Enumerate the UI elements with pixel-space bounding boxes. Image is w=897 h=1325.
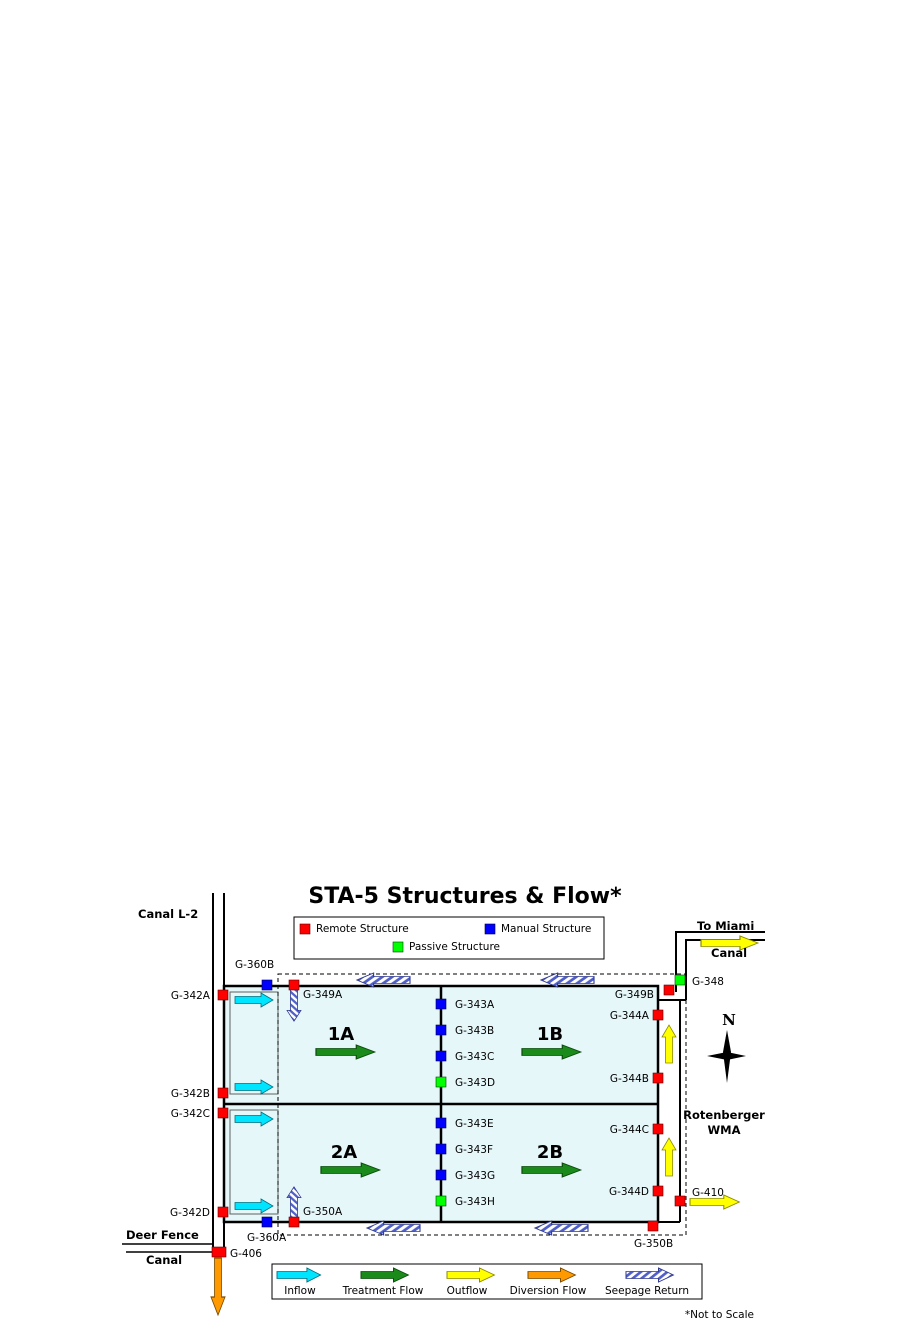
label-g343d: G-343D [455,1077,495,1089]
legend-treatment-label: Treatment Flow [342,1285,424,1297]
passive-markers [435,974,686,1207]
label-g360a: G-360A [247,1232,287,1244]
label-g343f: G-343F [455,1144,493,1156]
label-wma: WMA [707,1123,740,1137]
diversion-flow-arrow [210,1257,226,1316]
marker-g350a [288,1216,300,1228]
marker-g342b [217,1087,229,1099]
marker-g360b [261,979,273,991]
marker-g360a [261,1216,273,1228]
label-g350b: G-350B [634,1238,673,1250]
label-g342a: G-342A [171,990,211,1002]
cell-borders [222,984,660,1224]
label-g343c: G-343C [455,1051,494,1063]
marker-g343d [435,1076,447,1088]
marker-g342a [217,989,229,1001]
marker-g406 [211,1246,227,1258]
label-g350a: G-350A [303,1206,343,1218]
marker-g344b [652,1072,664,1084]
label-g342b: G-342B [171,1088,210,1100]
marker-g344d [652,1185,664,1197]
label-g342c: G-342C [171,1108,210,1120]
label-g344a: G-344A [610,1010,650,1022]
marker-g344c [652,1123,664,1135]
compass-north-label: N [722,1011,736,1029]
label-deer-canal: Canal [146,1253,182,1267]
label-g344d: G-344D [609,1186,649,1198]
label-miami-canal: Canal [711,946,747,960]
cell-label-2b: 2B [537,1142,563,1163]
marker-g343f [435,1143,447,1155]
label-g360b: G-360B [235,959,274,971]
label-deer-fence: Deer Fence [126,1228,199,1242]
structure-legend: Remote Structure Manual Structure Passiv… [293,916,605,960]
legend-manual-swatch [484,923,496,935]
label-g343b: G-343B [455,1025,494,1037]
label-canal-l2: Canal L-2 [138,907,198,921]
marker-g343c [435,1050,447,1062]
not-to-scale-note: *Not to Scale [685,1309,754,1321]
cell-label-2a: 2A [331,1142,358,1163]
legend-seepage-label: Seepage Return [605,1285,689,1297]
legend-remote-swatch [299,923,311,935]
structure-markers [211,979,686,1258]
label-g349a: G-349A [303,989,343,1001]
label-g344b: G-344B [610,1073,649,1085]
marker-g348 [674,974,686,986]
marker-g343e [435,1117,447,1129]
outflow-arrow-344c [661,1137,677,1177]
marker-g342d [217,1206,229,1218]
marker-g343g [435,1169,447,1181]
marker-g343b [435,1024,447,1036]
label-rotenberger: Rotenberger [683,1108,765,1122]
north-compass-icon: N [707,1011,746,1083]
structure-labels: G-360B G-342A G-349A G-343A G-343B G-343… [170,959,724,1260]
label-to-miami: To Miami [697,919,754,933]
marker-g410 [674,1195,686,1207]
label-g343h: G-343H [455,1196,495,1208]
label-g342d: G-342D [170,1207,210,1219]
label-g343g: G-343G [455,1170,495,1182]
label-g343e: G-343E [455,1118,494,1130]
label-g410: G-410 [692,1187,724,1199]
marker-g343a [435,998,447,1010]
outflow-arrow-344a [661,1024,677,1064]
marker-g344a [652,1009,664,1021]
legend-manual-label: Manual Structure [501,923,591,935]
marker-g349a [288,979,300,991]
cell-label-1a: 1A [328,1024,355,1045]
cell-label-1b: 1B [537,1024,563,1045]
marker-g350b [647,1220,659,1232]
flow-legend: Inflow Treatment Flow Outflow Diversion … [271,1263,703,1300]
legend-diversion-label: Diversion Flow [510,1285,587,1297]
label-g406: G-406 [230,1248,262,1260]
marker-g342c [217,1107,229,1119]
label-g348: G-348 [692,976,724,988]
marker-g349b [663,984,675,996]
marker-g343h [435,1195,447,1207]
label-g349b: G-349B [615,989,654,1001]
legend-inflow-label: Inflow [284,1285,316,1297]
manual-markers [261,979,447,1228]
legend-outflow-label: Outflow [447,1285,488,1297]
legend-passive-label: Passive Structure [409,941,500,953]
legend-passive-swatch [392,941,404,953]
label-g343a: G-343A [455,999,495,1011]
legend-remote-label: Remote Structure [316,923,409,935]
page-title: STA-5 Structures & Flow* [308,884,622,909]
label-g344c: G-344C [610,1124,649,1136]
